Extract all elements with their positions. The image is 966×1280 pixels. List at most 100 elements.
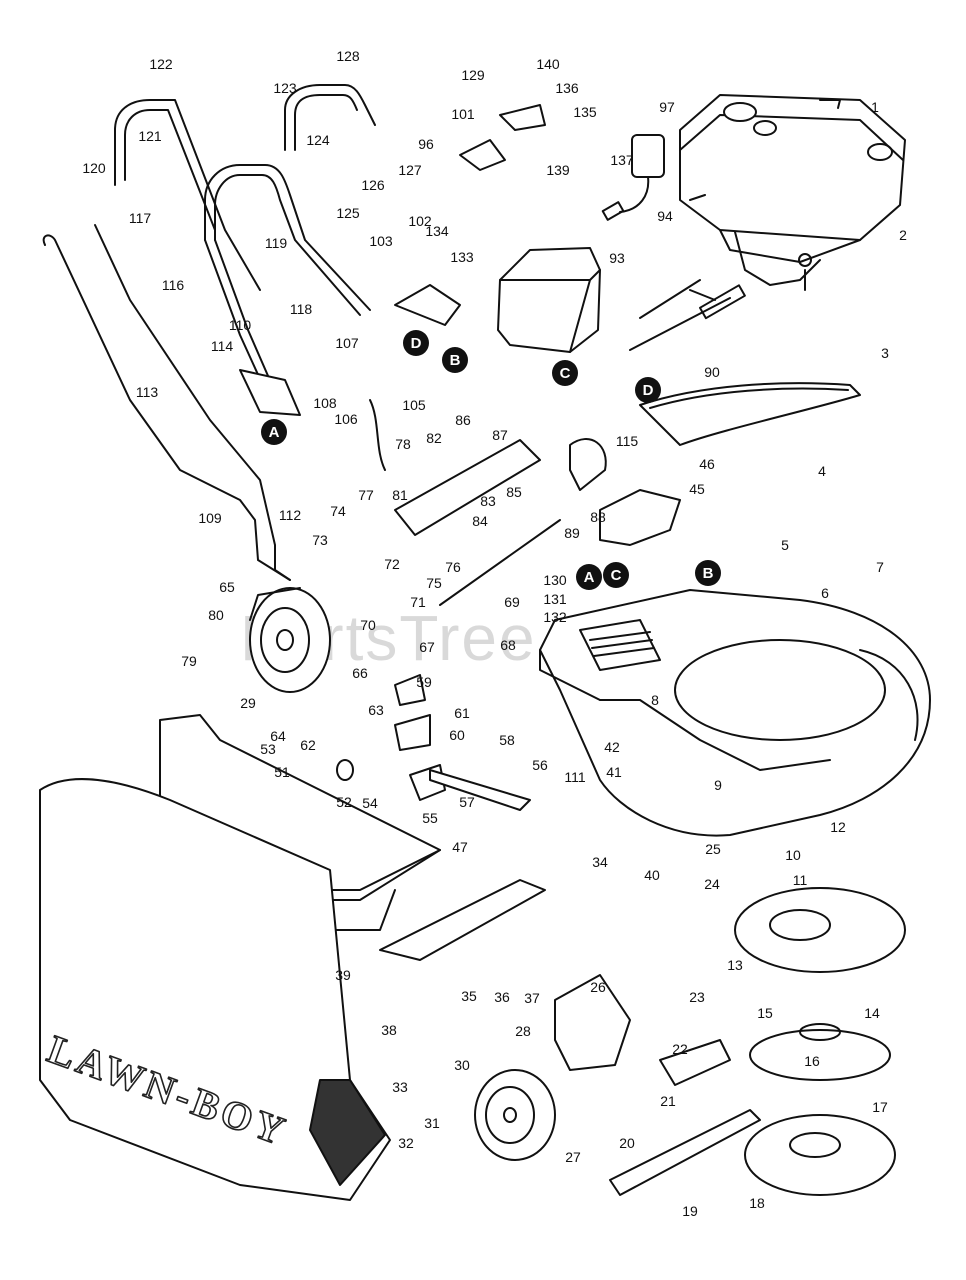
ref-badge-c: C: [552, 360, 578, 386]
callout-3: 3: [881, 345, 889, 361]
callout-135: 135: [573, 104, 597, 120]
callout-45: 45: [689, 481, 705, 497]
callout-25: 25: [705, 841, 721, 857]
callout-20: 20: [619, 1135, 635, 1151]
callout-122: 122: [149, 56, 173, 72]
callout-131: 131: [543, 591, 567, 607]
callout-97: 97: [659, 99, 675, 115]
callout-103: 103: [369, 233, 393, 249]
callout-18: 18: [749, 1195, 765, 1211]
callout-4: 4: [818, 463, 826, 479]
callout-108: 108: [313, 395, 337, 411]
callout-19: 19: [682, 1203, 698, 1219]
callout-117: 117: [129, 210, 152, 226]
ref-badge-a: A: [576, 564, 602, 590]
blade-plate: [734, 887, 906, 973]
callout-128: 128: [336, 48, 360, 64]
callout-64: 64: [270, 728, 286, 744]
callout-90: 90: [704, 364, 720, 380]
callout-17: 17: [872, 1099, 888, 1115]
rear-flap: [379, 879, 546, 961]
callout-5: 5: [781, 537, 789, 553]
callout-61: 61: [454, 705, 470, 721]
callout-14: 14: [864, 1005, 880, 1021]
callout-127: 127: [398, 162, 422, 178]
engine-assembly: [679, 94, 906, 291]
callout-13: 13: [727, 957, 743, 973]
callout-66: 66: [352, 665, 368, 681]
callout-27: 27: [565, 1149, 581, 1165]
callout-58: 58: [499, 732, 515, 748]
callout-36: 36: [494, 989, 510, 1005]
callout-123: 123: [273, 80, 297, 96]
rear-wheel: [249, 587, 331, 693]
callout-68: 68: [500, 637, 516, 653]
callout-133: 133: [450, 249, 474, 265]
callout-38: 38: [381, 1022, 397, 1038]
callout-79: 79: [181, 653, 197, 669]
cutting-blade: [609, 1109, 761, 1196]
control-cable: [629, 279, 746, 351]
callout-114: 114: [211, 338, 234, 354]
callout-89: 89: [564, 525, 580, 541]
callout-56: 56: [532, 757, 548, 773]
callout-84: 84: [472, 513, 488, 529]
callout-83: 83: [480, 493, 496, 509]
callout-52: 52: [336, 794, 352, 810]
spark-plug-boot: [601, 134, 665, 221]
callout-93: 93: [609, 250, 625, 266]
callout-109: 109: [198, 510, 222, 526]
callout-124: 124: [306, 132, 330, 148]
callout-12: 12: [830, 819, 846, 835]
callout-139: 139: [546, 162, 570, 178]
callout-63: 63: [368, 702, 384, 718]
ref-badge-d: D: [635, 377, 661, 403]
callout-55: 55: [422, 810, 438, 826]
callout-22: 22: [672, 1041, 688, 1057]
callout-37: 37: [524, 990, 540, 1006]
ref-badge-label: D: [411, 335, 422, 352]
cross-rod: [439, 519, 561, 606]
callout-29: 29: [240, 695, 256, 711]
callout-129: 129: [461, 67, 485, 83]
callout-110: 110: [229, 317, 252, 333]
ref-badge-label: B: [703, 565, 714, 582]
callout-30: 30: [454, 1057, 470, 1073]
callout-80: 80: [208, 607, 224, 623]
callout-118: 118: [290, 301, 313, 317]
callout-126: 126: [361, 177, 385, 193]
callout-54: 54: [362, 795, 378, 811]
callout-26: 26: [590, 979, 606, 995]
mower-deck: [539, 589, 931, 837]
callout-134: 134: [425, 223, 449, 239]
callout-72: 72: [384, 556, 400, 572]
callout-132: 132: [543, 609, 567, 625]
callout-2: 2: [899, 227, 907, 243]
callout-136: 136: [555, 80, 579, 96]
engine-shroud: [497, 247, 601, 353]
callout-24: 24: [704, 876, 720, 892]
callout-28: 28: [515, 1023, 531, 1039]
callout-85: 85: [506, 484, 522, 500]
callout-59: 59: [416, 674, 432, 690]
callout-113: 113: [136, 384, 159, 400]
ref-badge-b: B: [695, 560, 721, 586]
callout-102: 102: [408, 213, 432, 229]
callout-111: 111: [564, 769, 585, 785]
callout-125: 125: [336, 205, 360, 221]
callout-101: 101: [451, 106, 475, 122]
ref-badge-b: B: [442, 347, 468, 373]
callout-121: 121: [138, 128, 162, 144]
height-adjust-lever: [369, 399, 607, 536]
callout-106: 106: [334, 411, 358, 427]
callout-10: 10: [785, 847, 801, 863]
ref-badge-label: A: [584, 569, 595, 586]
callout-31: 31: [424, 1115, 440, 1131]
callout-57: 57: [459, 794, 475, 810]
callout-107: 107: [335, 335, 359, 351]
callout-21: 21: [660, 1093, 676, 1109]
callout-41: 41: [606, 764, 622, 780]
ref-badge-label: C: [611, 567, 622, 584]
